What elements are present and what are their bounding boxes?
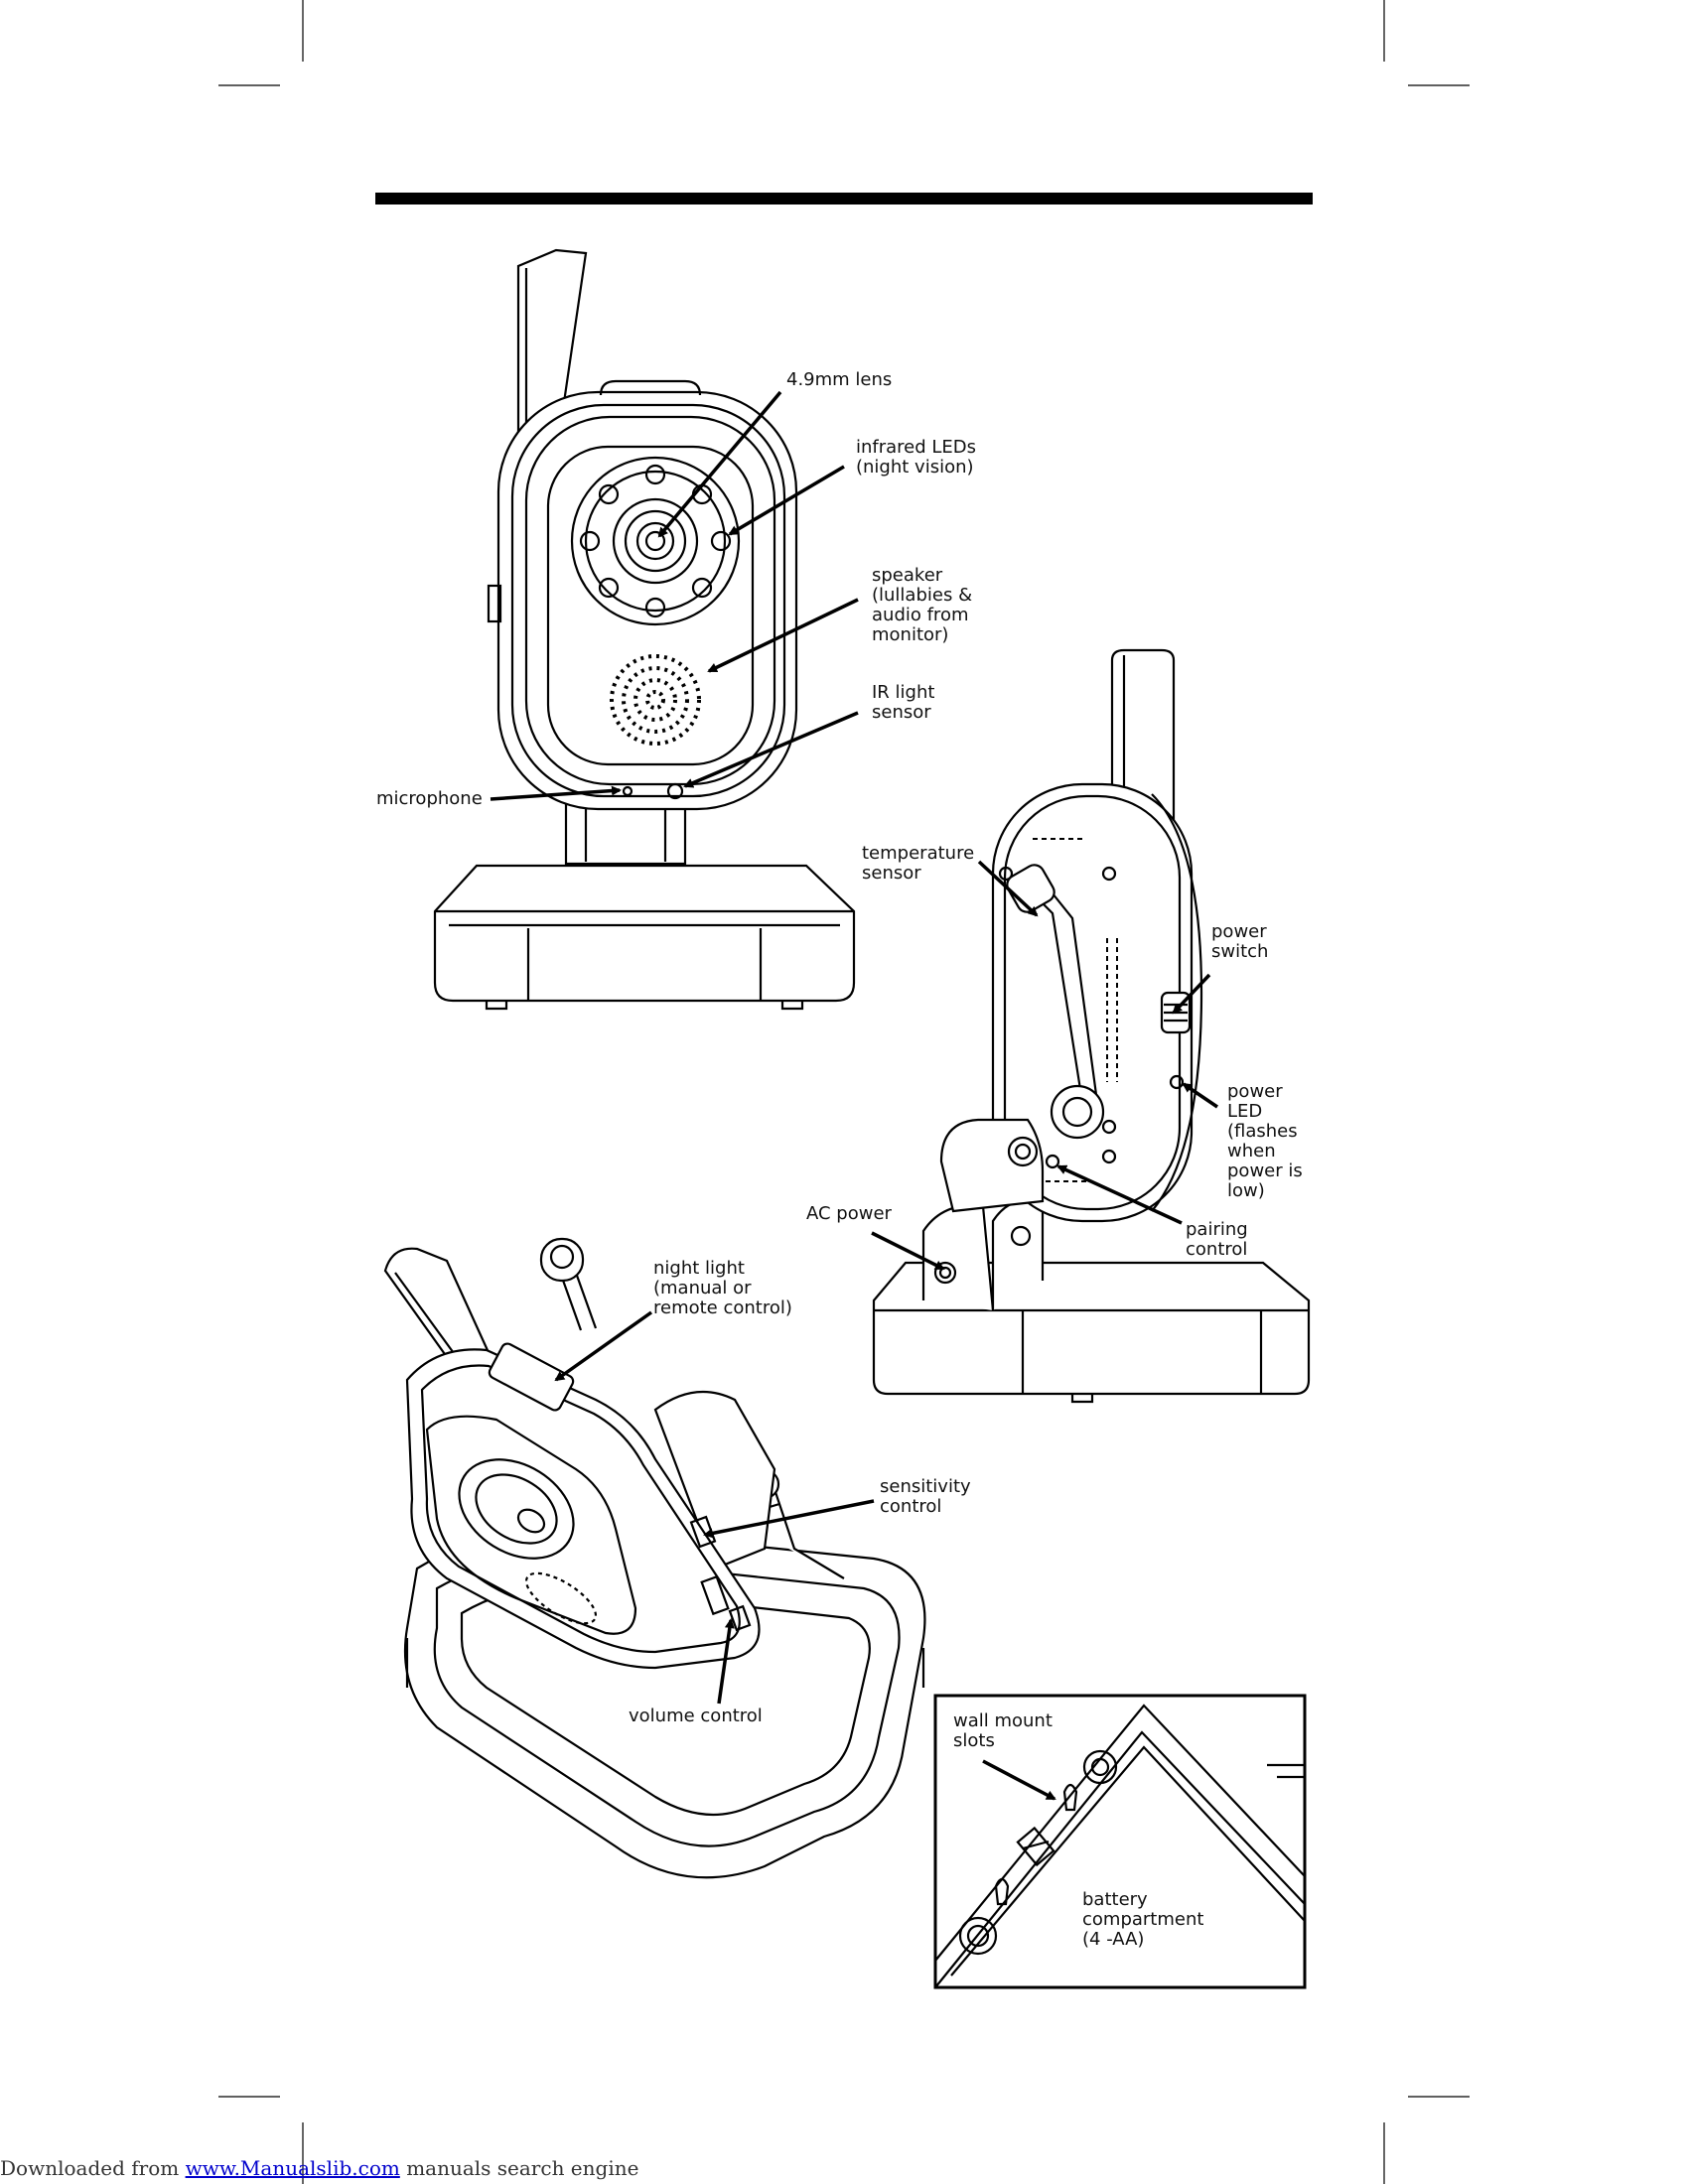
callout-arrows — [490, 390, 1218, 1801]
front-camera-drawing — [433, 248, 856, 1011]
arrow-speaker — [707, 598, 859, 673]
arrow-wall-mount — [982, 1759, 1056, 1801]
label-wall-mount-slots: wall mount slots — [953, 1710, 1053, 1751]
label-temperature-sensor: temperature sensor — [862, 843, 975, 884]
arrow-lens — [657, 390, 782, 538]
footer-prefix: Downloaded from — [0, 2156, 180, 2180]
arrow-ir-sensor — [683, 711, 859, 788]
arrow-pairing — [1056, 1164, 1183, 1225]
side-camera-drawing — [872, 648, 1311, 1404]
arrow-temperature — [977, 860, 1039, 917]
label-microphone: microphone — [376, 788, 483, 809]
label-ac-power: AC power — [806, 1203, 892, 1224]
label-speaker: speaker (lullabies & audio from monitor) — [872, 565, 973, 645]
footer-suffix: manuals search engine — [406, 2156, 639, 2180]
arrow-microphone — [490, 785, 622, 801]
arrow-night-light — [554, 1310, 653, 1382]
label-sensitivity-control: sensitivity control — [880, 1476, 971, 1517]
label-power-switch: power switch — [1211, 921, 1269, 962]
arrow-infrared — [728, 465, 845, 536]
arrow-sensitivity — [703, 1499, 875, 1539]
arrow-power-switch — [1172, 973, 1211, 1015]
angled-camera-drawing — [383, 1237, 926, 1879]
header-bar — [375, 193, 1313, 205]
label-lens: 4.9mm lens — [786, 369, 893, 390]
label-battery-compartment: battery compartment (4 -AA) — [1082, 1889, 1204, 1950]
label-volume-control: volume control — [629, 1706, 763, 1726]
label-pairing-control: pairing control — [1186, 1219, 1248, 1260]
arrow-power-led — [1182, 1082, 1218, 1109]
footer: Downloaded from www.Manualslib.com manua… — [0, 2156, 638, 2180]
label-night-light: night light (manual or remote control) — [653, 1258, 792, 1318]
footer-link[interactable]: www.Manualslib.com — [185, 2156, 400, 2180]
label-power-led: power LED (flashes when power is low) — [1227, 1081, 1303, 1201]
arrow-volume — [717, 1618, 735, 1705]
crop-marks — [218, 0, 1470, 2184]
label-infrared-leds: infrared LEDs (night vision) — [856, 437, 977, 478]
label-ir-light-sensor: IR light sensor — [872, 682, 935, 723]
inset-bottom-view — [933, 1694, 1307, 1989]
arrow-ac-power — [871, 1231, 945, 1271]
